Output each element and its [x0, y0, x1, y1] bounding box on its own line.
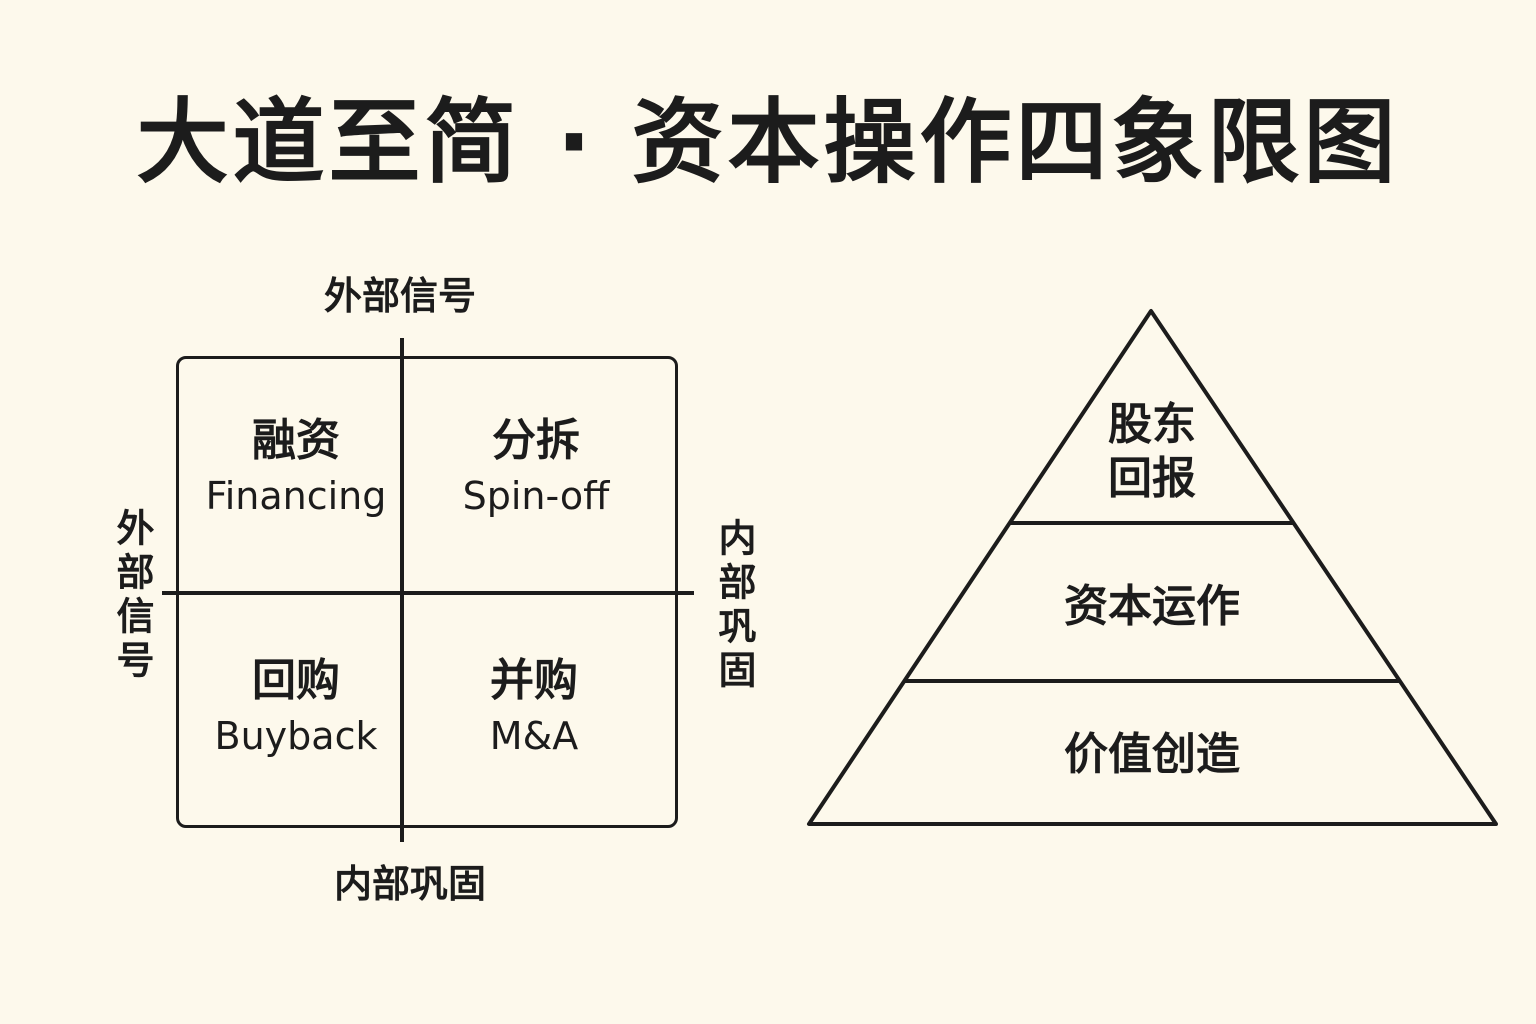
pyramid-tier-top: 股东 回报 [1080, 398, 1224, 506]
quadrant-spin-off-en: Spin-off [462, 474, 610, 518]
axis-label-right: 内部巩固 [712, 518, 756, 694]
quadrant-m-and-a-en: M&A [489, 714, 579, 758]
pyramid-shape [807, 309, 1498, 826]
quadrant-financing: 融资 Financing [186, 414, 406, 524]
quadrant-buyback-zh: 回购 [252, 655, 340, 706]
pyramid-tier-top-line2: 回报 [1108, 453, 1196, 504]
quadrant-buyback-en: Buyback [214, 714, 378, 758]
pyramid-tier-bottom: 价值创造 [1064, 729, 1240, 780]
vertical-axis-line [400, 338, 404, 842]
quadrant-financing-zh: 融资 [252, 415, 340, 466]
axis-label-top: 外部信号 [323, 274, 476, 318]
horizontal-axis-line [162, 591, 694, 595]
axis-label-bottom: 内部巩固 [333, 862, 486, 906]
pyramid-tier-middle: 资本运作 [1064, 581, 1240, 632]
quadrant-m-and-a-zh: 并购 [490, 655, 578, 706]
axis-label-left: 外部信号 [110, 508, 154, 684]
quadrant-spin-off-zh: 分拆 [492, 415, 580, 466]
page-title: 大道至简 · 资本操作四象限图 [136, 89, 1400, 196]
quadrant-buyback: 回购 Buyback [186, 654, 406, 764]
pyramid-tier-top-line1: 股东 [1108, 399, 1196, 450]
quadrant-m-and-a: 并购 M&A [424, 654, 644, 764]
pyramid-outline [807, 309, 1498, 826]
quadrant-financing-en: Financing [205, 474, 387, 518]
quadrant-spin-off: 分拆 Spin-off [426, 414, 646, 524]
